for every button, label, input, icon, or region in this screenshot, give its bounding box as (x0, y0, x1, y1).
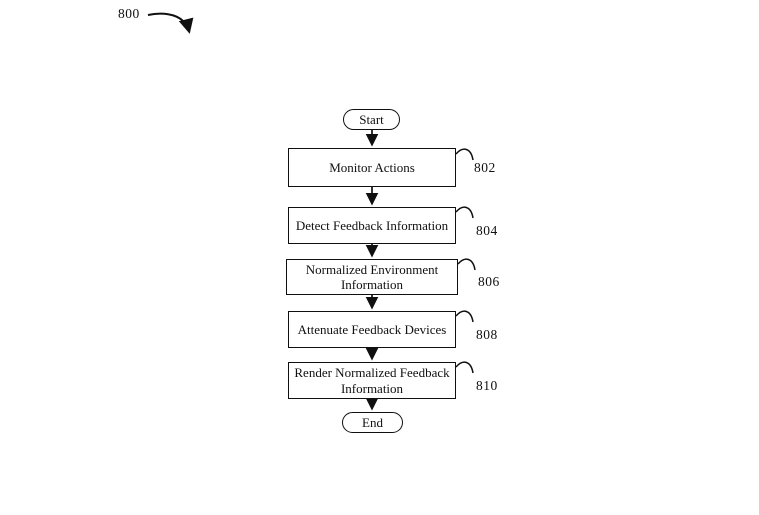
flow-step-normalized-environment-information: Normalized Environment Information (286, 259, 458, 295)
flow-step-detect-feedback-information: Detect Feedback Information (288, 207, 456, 244)
flow-step-attenuate-feedback-devices: Attenuate Feedback Devices (288, 311, 456, 348)
leader-curve-804 (455, 206, 474, 219)
flow-node-start-label: Start (359, 111, 384, 127)
leader-curve-810 (455, 361, 474, 374)
ref-label-810: 810 (476, 378, 498, 393)
flow-step-detect-feedback-information-label: Detect Feedback Information (295, 217, 449, 233)
leader-curve-802 (455, 148, 474, 161)
ref-label-802: 802 (474, 160, 496, 175)
leader-curve-808 (455, 310, 474, 323)
ref-label-806: 806 (478, 274, 500, 289)
ref-label-804: 804 (476, 223, 498, 238)
flow-step-render-normalized-feedback-information: Render Normalized Feedback Information (288, 362, 456, 399)
flow-step-monitor-actions: Monitor Actions (288, 148, 456, 187)
figure-ref-arrow (147, 12, 194, 34)
flow-node-start: Start (343, 109, 400, 130)
figure-reference-label: 800 (118, 6, 140, 21)
flow-step-normalized-environment-information-label: Normalized Environment Information (305, 261, 439, 293)
leader-curve-806 (457, 258, 476, 271)
flow-step-attenuate-feedback-devices-label: Attenuate Feedback Devices (297, 321, 447, 337)
flow-step-render-normalized-feedback-information-label: Render Normalized Feedback Information (294, 365, 450, 396)
ref-label-808: 808 (476, 327, 498, 342)
flow-node-end: End (342, 412, 403, 433)
flow-node-end-label: End (362, 414, 383, 430)
flow-step-monitor-actions-label: Monitor Actions (329, 159, 415, 175)
